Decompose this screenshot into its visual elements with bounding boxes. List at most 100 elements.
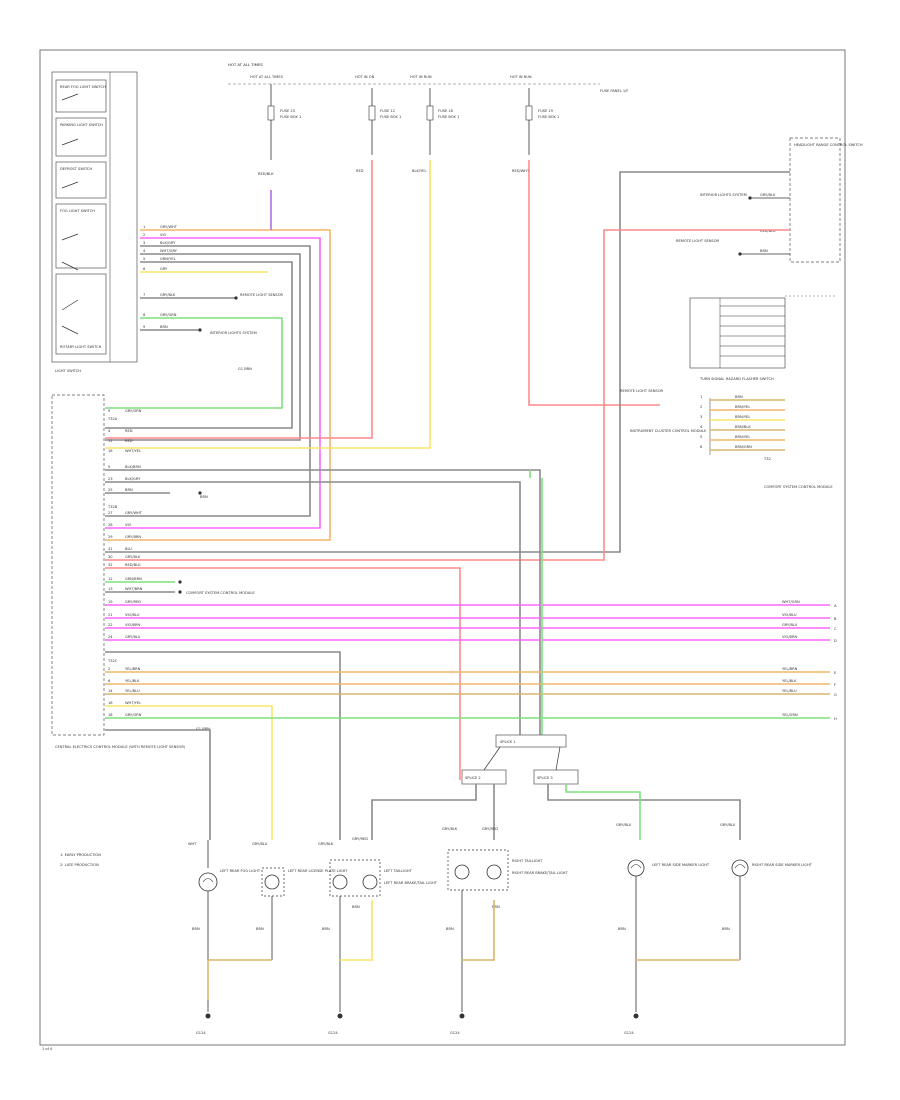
ts-pin-0: 1 — [700, 395, 702, 399]
lamp-1-wire-top: GRY/BLU — [252, 842, 268, 846]
main-module-label: CENTRAL ELECTRICS CONTROL MODULE (WITH R… — [55, 745, 186, 749]
mm-color-14: WHT/BRN — [125, 587, 143, 591]
ls-pin-7: 8 — [143, 313, 146, 317]
ro-color-3: VIO/BRN — [782, 635, 798, 639]
mm-color-8: VIO — [125, 523, 132, 527]
fuse-1: HOT IN ON FUSE 12 FUSE BOX 1 RED — [105, 75, 401, 439]
fuse-1-hot: HOT IN ON — [355, 75, 375, 79]
lamp-7-wire-bot: BRN — [722, 927, 730, 931]
main-module-wires — [105, 469, 830, 840]
fuse-3-box: FUSE BOX 1 — [538, 115, 559, 119]
mm-color-23: GRY/GRN — [125, 713, 142, 717]
lamp-0-wire-top: WHT — [188, 842, 197, 846]
mm-pin-15: 19 — [108, 600, 113, 604]
lamp-2-name: LEFT TAILLIGHT — [384, 869, 413, 873]
turn-signal-switch: TURN SIGNAL HAZARD FLASHER SWITCH REMOTE… — [620, 295, 835, 393]
ro-color-1: VIO/BLU — [782, 613, 797, 617]
ls-wire-6: GRY/BLK — [160, 293, 176, 297]
legend-item-1: 2: LATE PRODUCTION — [60, 863, 99, 867]
lamp-4-wire-top: GRY/BLK — [442, 827, 458, 831]
ls-pin-3: 4 — [143, 249, 146, 253]
light-switch-wires: 1 2 3 4 5 6 7 8 9 GRY/WHT VIO BLK/GRY WH… — [105, 225, 331, 541]
legend-item-0: 1: EARLY PRODUCTION — [60, 853, 101, 857]
mm-color-3: WHT/YEL — [125, 449, 141, 453]
ls-wire-8: BRN — [160, 325, 168, 329]
mm-pin-8: 28 — [108, 523, 113, 527]
mm-color-0: GRY/GRN — [125, 409, 142, 413]
mm-pin-23: 18 — [108, 713, 113, 717]
fuse-2-wire: BLK/YEL — [412, 169, 427, 173]
main-gnd-b: G1 BRN — [196, 727, 210, 731]
ro-pin-0: A — [834, 604, 837, 608]
hr-wire-1: RED/BLU — [760, 229, 776, 233]
lamp-4-wire-bot: BRN — [446, 927, 454, 931]
ts-pin-5: 6 — [700, 445, 703, 449]
ts-row-0: BRN — [735, 395, 743, 399]
fuse-top-label: HOT AT ALL TIMES — [228, 62, 263, 67]
splice-label: SPLICE 1 — [500, 740, 516, 744]
ro-pin-6: G — [834, 693, 837, 697]
fuse-0-wire: RED/BLK — [258, 172, 274, 176]
main-module-rows: 9 GRY/GRN 4 RED 11 RED 16 WHT/YEL 5 BLK/… — [108, 409, 143, 717]
ls-pin-8: 9 — [143, 325, 146, 329]
ts-row-3: BRN/BLK — [735, 425, 751, 429]
mm-color-22: WHT/YEL — [125, 701, 141, 705]
hr-note-a: INTERIOR LIGHTS SYSTEM — [700, 193, 747, 197]
mm-color-19: YEL/BRN — [125, 667, 141, 671]
lamp-3-wire-bot: BRN — [352, 905, 360, 909]
lamp-1: GRY/BLU LEFT REAR LICENSE PLATE LIGHT BR… — [252, 842, 348, 960]
mm-pin-7: 27 — [108, 511, 113, 515]
fuse-1-box: FUSE BOX 1 — [380, 115, 401, 119]
mm-pin-22: 16 — [108, 701, 113, 705]
lamp-3-name: LEFT REAR BRAKE/TAIL LIGHT — [384, 881, 438, 885]
ts-note: REMOTE LIGHT SENSOR — [620, 389, 664, 393]
ts-label: TURN SIGNAL HAZARD FLASHER SWITCH — [699, 377, 774, 381]
ground-2: G124 — [450, 1000, 465, 1035]
mm-color-9: GRY/BRN — [125, 535, 141, 539]
ro-color-2: GRY/BLU — [782, 623, 798, 627]
ro-color-0: WHT/GRN — [782, 600, 800, 604]
page-footer: 1 of 4 — [42, 1047, 53, 1051]
lamp-0: WHT LEFT REAR FOG LIGHT BRN — [188, 840, 261, 960]
ls-ground: G1 BRN — [238, 367, 252, 371]
ts-pin-4: 5 — [700, 435, 702, 439]
cluster-connector: T32 — [763, 457, 771, 461]
mm-color-2: RED — [125, 439, 133, 443]
fuse-section: HOT AT ALL TIMES FUSE PANEL 1/F HOT AT A… — [105, 62, 660, 449]
ro-pin-5: F — [834, 683, 836, 687]
ground-2-label: G124 — [450, 1031, 460, 1035]
mm-pin-1: 4 — [108, 429, 111, 433]
lamp-6: GRY/BLU LEFT REAR SIDE MARKER LIGHT BRN — [616, 823, 710, 1000]
fuse-3: HOT IN RUN FUSE 19 FUSE BOX 1 RED/WHT — [510, 75, 660, 406]
ts-pin-3: 4 — [700, 425, 703, 429]
lamp-6-name: LEFT REAR SIDE MARKER LIGHT — [652, 863, 710, 867]
splice-block: SPLICE 1 SPLICE 2 SPLICE 3 — [371, 734, 741, 840]
ls-note-center: REMOTE LIGHT SENSOR — [240, 293, 284, 297]
ground-0: G124 — [196, 1000, 211, 1035]
mm-color-18: GRY/BLU — [125, 635, 141, 639]
diagram-frame — [39, 49, 846, 1046]
mm-pin-10: 31 — [108, 547, 113, 551]
ls-wire-4: GRN/YEL — [160, 257, 176, 261]
lamp-5: GRY/RED RIGHT REAR BRAKE/TAIL LIGHT BRN — [482, 827, 568, 909]
fuse-1-label: FUSE 12 — [380, 109, 395, 113]
ls-wire-labels: GRY/WHT VIO BLK/GRY WHT/GRY GRN/YEL GRY … — [160, 225, 178, 329]
ro-pin-4: E — [834, 671, 837, 675]
connector-a: T32A — [107, 417, 118, 421]
ground-0-label: G124 — [196, 1031, 206, 1035]
ls-pin-0: 1 — [143, 225, 145, 229]
ro-color-5: YEL/BLK — [782, 679, 797, 683]
lamp-1-name: LEFT REAR LICENSE PLATE LIGHT — [288, 869, 348, 873]
ro-color-6: YEL/BLU — [782, 689, 797, 693]
lamp-7-name: RIGHT REAR SIDE MARKER LIGHT — [752, 863, 813, 867]
main-comfort-note: COMFORT SYSTEM CONTROL MODULE — [186, 591, 255, 595]
fuse-box-label: FUSE PANEL 1/F — [600, 89, 628, 93]
ro-color-7: YEL/GRN — [782, 713, 798, 717]
lamp-3: GRY/RED LEFT REAR BRAKE/TAIL LIGHT BRN — [352, 837, 438, 909]
ts-rows — [720, 305, 785, 357]
hr-note-b: REMOTE LIGHT SENSOR — [676, 239, 720, 243]
ls-wire-5: GRY — [160, 267, 168, 271]
ls-pin-5: 6 — [143, 267, 146, 271]
grounds: G124 G124 G124 G124 — [196, 1000, 639, 1035]
